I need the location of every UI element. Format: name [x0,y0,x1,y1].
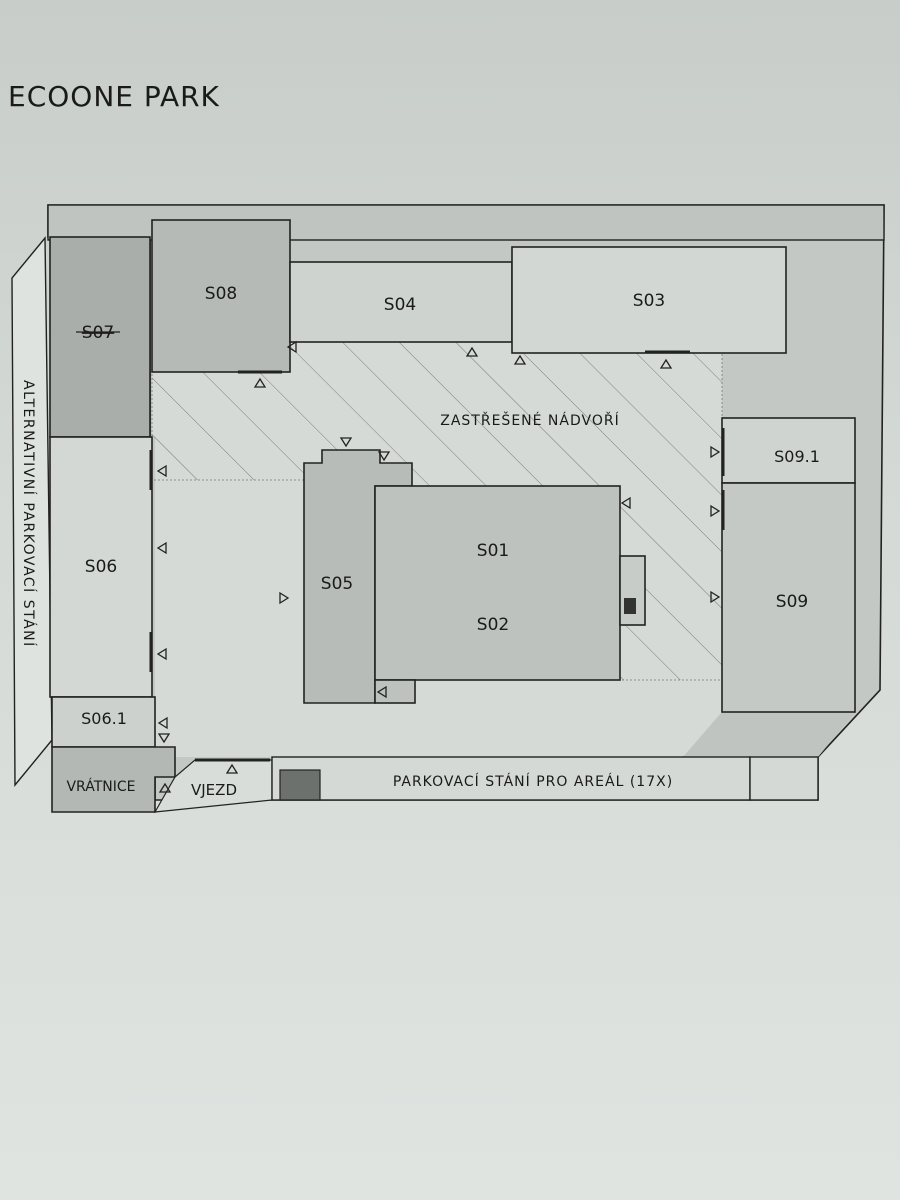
unit-s07[interactable] [49,236,151,438]
door-triangle-icon [156,464,167,478]
door-triangle-icon [339,437,353,448]
annex-block [624,598,636,614]
door-triangle-icon [465,346,479,357]
door-triangle-icon [225,763,239,774]
parking-label: PARKOVACÍ STÁNÍ PRO AREÁL (17X) [393,773,673,790]
door-triangle-icon [710,504,721,518]
corner-area [683,712,855,757]
door-triangle-icon [156,647,167,661]
unit-s04[interactable] [289,261,513,343]
unit-s06[interactable] [49,436,153,698]
side-annex [619,555,646,626]
door-triangle-icon [376,685,387,699]
site-title: ECOONE PARK [8,80,220,113]
unit-s06-label: S06 [85,557,117,577]
alt-parking-label: ALTERNATIVNÍ PARKOVACÍ STÁNÍ [20,380,37,648]
door-triangle-icon [710,445,721,459]
unit-s08[interactable] [151,219,291,373]
unit-s05-label: S05 [321,574,353,594]
unit-s02-label: S02 [477,615,509,635]
door-triangle-icon [157,733,171,744]
door-triangle-icon [377,451,391,462]
door-triangle-icon [286,340,297,354]
unit-s08-label: S08 [205,284,237,304]
parking-end-box [749,756,819,801]
unit-s03-label: S03 [633,291,665,311]
unit-s01-s02[interactable] [374,485,621,681]
entrance-label: VJEZD [191,781,237,799]
unit-s09[interactable] [721,482,856,713]
door-triangle-icon [659,358,673,369]
unit-s07-label: S07 [82,323,114,343]
parking-block [279,769,321,801]
unit-s04-label: S04 [384,295,416,315]
door-triangle-icon [158,782,172,793]
door-triangle-icon [710,590,721,604]
unit-s05[interactable] [303,449,413,704]
unit-s09-label: S09 [776,592,808,612]
parking-area[interactable] [271,756,751,801]
unit-s02-annex [374,679,416,704]
door-triangle-icon [620,496,631,510]
courtyard-label: ZASTŘEŠENÉ NÁDVOŘÍ [440,411,619,429]
door-triangle-icon [156,541,167,555]
door-triangle-icon [279,591,290,605]
gatehouse-label: VRÁTNICE [66,778,135,795]
unit-s09-1-label: S09.1 [774,447,820,466]
unit-s01-label: S01 [477,541,509,561]
door-triangle-icon [253,377,267,388]
door-markers [149,340,725,793]
unit-s06-1[interactable] [51,696,156,748]
door-triangle-icon [157,716,168,730]
gatehouse[interactable] [51,746,176,813]
door-triangle-icon [513,354,527,365]
unit-s06-1-label: S06.1 [81,709,127,728]
